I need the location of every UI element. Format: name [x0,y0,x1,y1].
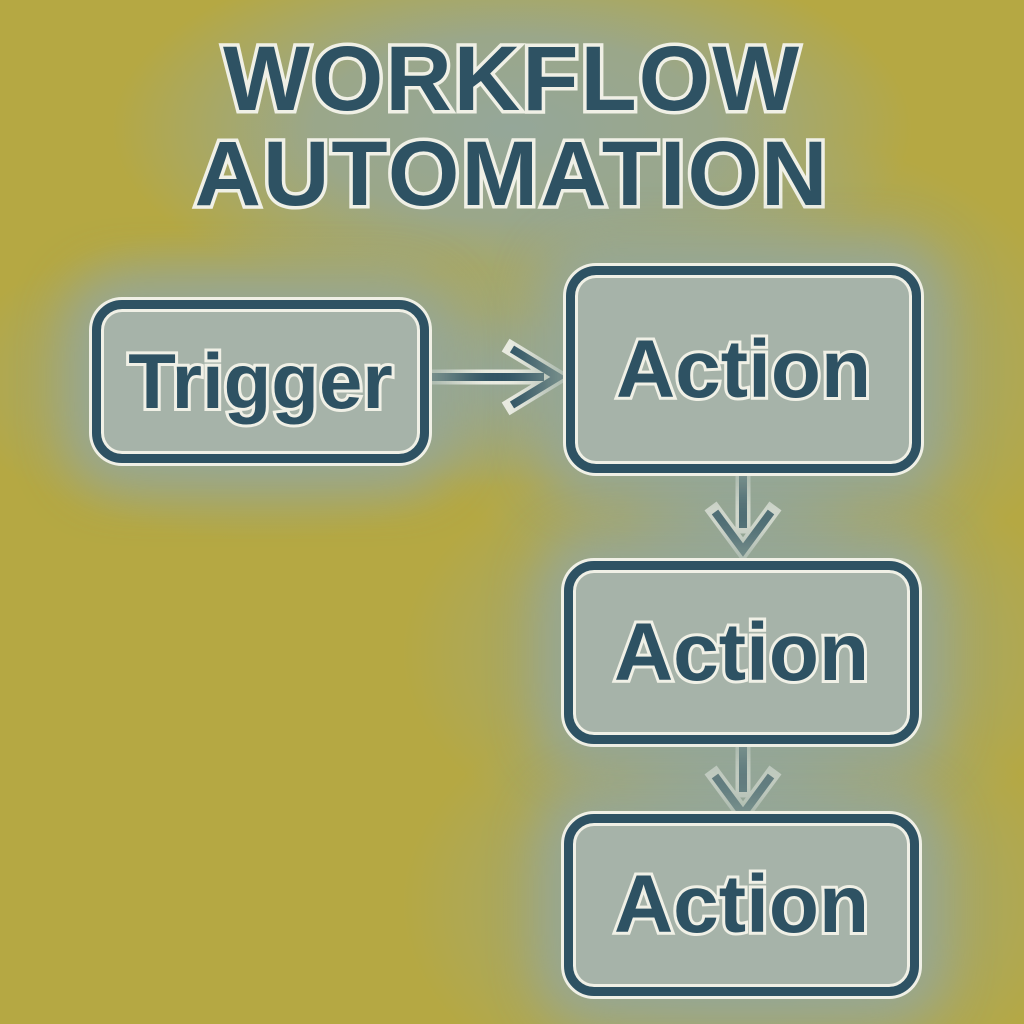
page-title: WORKFLOW WORKFLOW AUTOMATION AUTOMATION [0,28,1024,225]
flow-node-action-1: Action Action [566,266,921,473]
trigger-node-label: Trigger Trigger [125,334,395,428]
action-node-label: Action Action [611,856,872,953]
flow-node-trigger: Trigger Trigger [92,300,429,463]
arrow-right-icon [422,335,573,419]
title-line-2: AUTOMATION AUTOMATION [191,123,831,225]
flow-node-action-2: Action Action [564,561,919,744]
action-node-label: Action Action [611,604,872,701]
action-node-label: Action Action [613,321,874,418]
flow-node-action-3: Action Action [564,814,919,996]
title-line-1: WORKFLOW WORKFLOW [219,28,802,130]
arrow-down-icon [697,468,789,563]
arrow-down-icon [697,732,789,827]
